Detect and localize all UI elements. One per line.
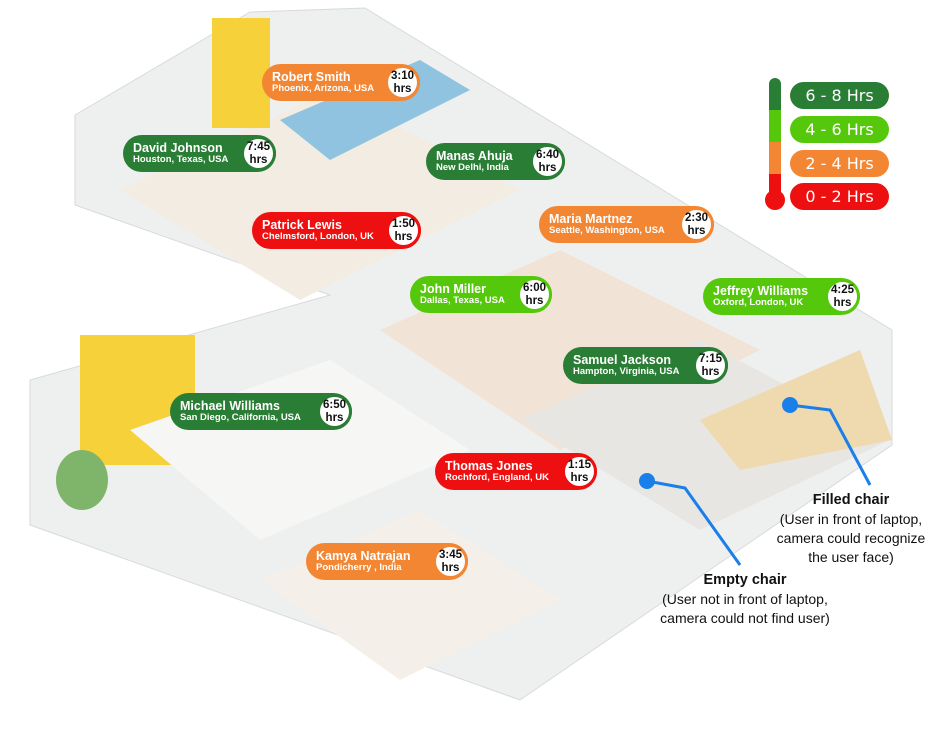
employee-name: Thomas Jones bbox=[445, 458, 533, 473]
employee-name: Michael Williams bbox=[180, 398, 280, 413]
employee-location: Houston, Texas, USA bbox=[133, 154, 229, 166]
hours-unit: hrs bbox=[570, 471, 589, 484]
hours-value: 6:00 bbox=[522, 282, 547, 295]
hours-value: 7:15 bbox=[698, 353, 723, 366]
employee-tag[interactable]: David Johnson Houston, Texas, USA 7:45 h… bbox=[123, 135, 276, 172]
employee-info: Jeffrey Williams Oxford, London, UK bbox=[713, 284, 825, 309]
note-line: (User not in front of laptop, bbox=[662, 591, 828, 607]
employee-info: Thomas Jones Rochford, England, UK bbox=[445, 459, 562, 484]
empty-chair-title: Empty chair bbox=[703, 572, 787, 588]
hours-unit: hrs bbox=[441, 561, 460, 574]
employee-name: Jeffrey Williams bbox=[713, 283, 809, 298]
thermometer-icon bbox=[769, 78, 781, 206]
hours-unit: hrs bbox=[325, 411, 344, 424]
employee-location: Hampton, Virginia, USA bbox=[573, 366, 680, 378]
hours-unit: hrs bbox=[393, 82, 412, 95]
employee-tag[interactable]: Maria Martnez Seattle, Washington, USA 2… bbox=[539, 206, 714, 243]
hours-value: 3:45 bbox=[438, 549, 463, 562]
employee-info: David Johnson Houston, Texas, USA bbox=[133, 141, 241, 166]
hours-value: 3:10 bbox=[390, 70, 415, 83]
employee-tag[interactable]: Kamya Natrajan Pondicherry , India 3:45 … bbox=[306, 543, 468, 580]
hours-unit: hrs bbox=[833, 296, 852, 309]
note-line: camera could not find user) bbox=[660, 610, 830, 626]
employee-tag[interactable]: Thomas Jones Rochford, England, UK 1:15 … bbox=[435, 453, 597, 490]
hours-badge: 2:30 hrs bbox=[679, 207, 714, 242]
employee-location: Phoenix, Arizona, USA bbox=[272, 83, 375, 95]
hours-badge: 7:45 hrs bbox=[241, 136, 276, 171]
employee-name: David Johnson bbox=[133, 140, 223, 155]
employee-info: Patrick Lewis Chelmsford, London, UK bbox=[262, 218, 386, 243]
employee-info: Michael Williams San Diego, California, … bbox=[180, 399, 317, 424]
employee-tag[interactable]: Michael Williams San Diego, California, … bbox=[170, 393, 352, 430]
employee-tag[interactable]: Manas Ahuja New Delhi, India 6:40 hrs bbox=[426, 143, 565, 180]
hours-unit: hrs bbox=[394, 230, 413, 243]
hours-unit: hrs bbox=[538, 161, 557, 174]
employee-location: San Diego, California, USA bbox=[180, 412, 301, 424]
legend-item-2-4: 2 - 4 Hrs bbox=[790, 150, 889, 177]
employee-info: Kamya Natrajan Pondicherry , India bbox=[316, 549, 433, 574]
thermometer-bulb-icon bbox=[765, 190, 785, 210]
hours-unit: hrs bbox=[525, 294, 544, 307]
legend-item-4-6: 4 - 6 Hrs bbox=[790, 116, 889, 143]
hours-value: 2:30 bbox=[684, 212, 709, 225]
hours-value: 4:25 bbox=[830, 284, 855, 297]
employee-tag[interactable]: Patrick Lewis Chelmsford, London, UK 1:5… bbox=[252, 212, 421, 249]
hours-value: 1:15 bbox=[567, 459, 592, 472]
employee-location: New Delhi, India bbox=[436, 162, 509, 174]
hours-badge: 1:50 hrs bbox=[386, 213, 421, 248]
legend-item-0-2: 0 - 2 Hrs bbox=[790, 183, 889, 210]
blue-rug bbox=[280, 60, 470, 160]
employee-info: Robert Smith Phoenix, Arizona, USA bbox=[272, 70, 385, 95]
employee-name: Patrick Lewis bbox=[262, 217, 342, 232]
employee-name: Kamya Natrajan bbox=[316, 548, 411, 563]
employee-location: Pondicherry , India bbox=[316, 562, 402, 574]
employee-location: Seattle, Washington, USA bbox=[549, 225, 665, 237]
hours-value: 6:50 bbox=[322, 399, 347, 412]
employee-tag[interactable]: John Miller Dallas, Texas, USA 6:00 hrs bbox=[410, 276, 552, 313]
hours-badge: 6:00 hrs bbox=[517, 277, 552, 312]
hours-badge: 4:25 hrs bbox=[825, 279, 860, 314]
plant bbox=[56, 450, 108, 510]
employee-info: John Miller Dallas, Texas, USA bbox=[420, 282, 517, 307]
employee-location: Chelmsford, London, UK bbox=[262, 231, 374, 243]
employee-location: Dallas, Texas, USA bbox=[420, 295, 505, 307]
hours-value: 6:40 bbox=[535, 149, 560, 162]
employee-name: Robert Smith bbox=[272, 69, 351, 84]
employee-name: John Miller bbox=[420, 281, 486, 296]
legend-item-6-8: 6 - 8 Hrs bbox=[790, 82, 889, 109]
hours-badge: 7:15 hrs bbox=[693, 348, 728, 383]
employee-info: Samuel Jackson Hampton, Virginia, USA bbox=[573, 353, 693, 378]
hours-badge: 1:15 hrs bbox=[562, 454, 597, 489]
hours-unit: hrs bbox=[701, 365, 720, 378]
note-line: (User in front of laptop, bbox=[779, 511, 923, 527]
hours-unit: hrs bbox=[687, 224, 706, 237]
employee-name: Samuel Jackson bbox=[573, 352, 671, 367]
employee-name: Manas Ahuja bbox=[436, 148, 513, 163]
employee-location: Oxford, London, UK bbox=[713, 297, 804, 309]
hours-unit: hrs bbox=[249, 153, 268, 166]
employee-name: Maria Martnez bbox=[549, 211, 633, 226]
hours-badge: 6:50 hrs bbox=[317, 394, 352, 429]
hours-badge: 3:45 hrs bbox=[433, 544, 468, 579]
employee-tag[interactable]: Samuel Jackson Hampton, Virginia, USA 7:… bbox=[563, 347, 728, 384]
hours-value: 1:50 bbox=[391, 218, 416, 231]
employee-location: Rochford, England, UK bbox=[445, 472, 549, 484]
employee-info: Maria Martnez Seattle, Washington, USA bbox=[549, 212, 679, 237]
filled-chair-title: Filled chair bbox=[812, 492, 890, 508]
note-line: camera could recognize bbox=[776, 530, 926, 546]
yellow-wall bbox=[212, 18, 270, 128]
employee-info: Manas Ahuja New Delhi, India bbox=[436, 149, 530, 174]
employee-tag[interactable]: Robert Smith Phoenix, Arizona, USA 3:10 … bbox=[262, 64, 420, 101]
employee-tag[interactable]: Jeffrey Williams Oxford, London, UK 4:25… bbox=[703, 278, 860, 315]
note-line: the user face) bbox=[808, 549, 894, 565]
hours-badge: 3:10 hrs bbox=[385, 65, 420, 100]
empty-chair-note: Empty chair (User not in front of laptop… bbox=[640, 571, 850, 628]
filled-chair-note: Filled chair (User in front of laptop, c… bbox=[766, 491, 936, 567]
hours-value: 7:45 bbox=[246, 141, 271, 154]
hours-badge: 6:40 hrs bbox=[530, 144, 565, 179]
